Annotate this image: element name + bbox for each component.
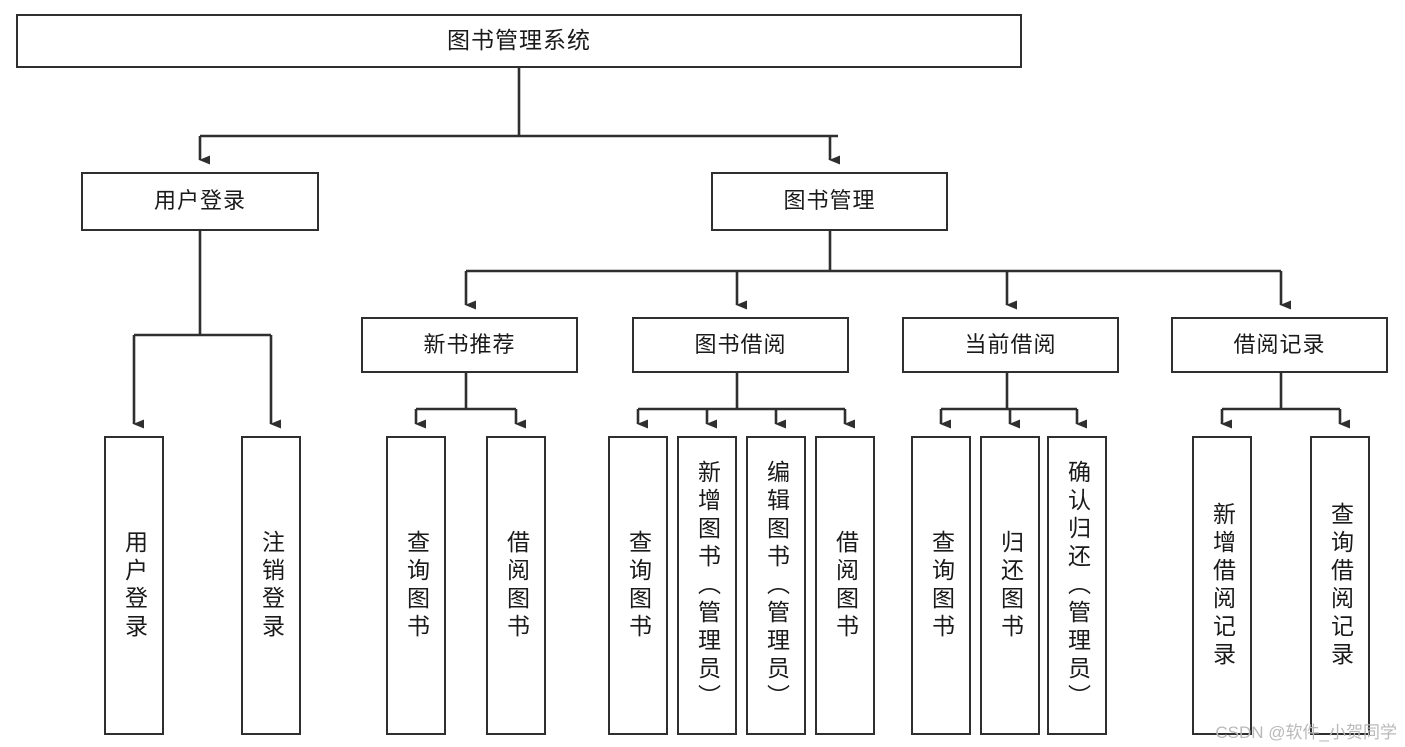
leaf-confirm-return-admin[interactable]: 确认归还（管理员） (1047, 436, 1107, 735)
node-label: 归还图书 (997, 529, 1024, 642)
leaf-edit-book-admin[interactable]: 编辑图书（管理员） (746, 436, 806, 735)
node-label: 借阅图书 (832, 529, 859, 642)
leaf-return-book[interactable]: 归还图书 (980, 436, 1040, 735)
node-label: 确认归还（管理员） (1064, 459, 1091, 712)
leaf-borrow-book-borrow[interactable]: 借阅图书 (815, 436, 875, 735)
node-user-login[interactable]: 用户登录 (81, 172, 319, 231)
node-label: 新增图书（管理员） (694, 459, 721, 712)
node-current-borrow[interactable]: 当前借阅 (902, 317, 1119, 373)
leaf-borrow-book-recommend[interactable]: 借阅图书 (486, 436, 546, 735)
node-label: 新增借阅记录 (1209, 501, 1236, 670)
leaf-query-book-borrow[interactable]: 查询图书 (608, 436, 668, 735)
node-label: 当前借阅 (964, 331, 1057, 357)
node-new-book-recommend[interactable]: 新书推荐 (361, 317, 578, 373)
node-label: 图书管理 (783, 188, 876, 214)
node-label: 用户登录 (153, 188, 246, 214)
node-label: 查询图书 (403, 529, 430, 642)
node-label: 借阅记录 (1233, 331, 1326, 357)
node-root-system[interactable]: 图书管理系统 (16, 14, 1022, 68)
node-book-borrow[interactable]: 图书借阅 (632, 317, 849, 373)
node-label: 查询借阅记录 (1327, 501, 1354, 670)
leaf-add-borrow-record[interactable]: 新增借阅记录 (1192, 436, 1252, 735)
node-label: 图书借阅 (694, 331, 787, 357)
csdn-watermark: CSDN @软件_小贺同学 (1215, 723, 1397, 742)
node-label: 新书推荐 (423, 331, 516, 357)
node-label: 查询图书 (625, 529, 652, 642)
node-label: 借阅图书 (503, 529, 530, 642)
node-book-manage[interactable]: 图书管理 (711, 172, 948, 231)
leaf-user-login[interactable]: 用户登录 (104, 436, 164, 735)
node-label: 图书管理系统 (447, 27, 591, 54)
leaf-query-book-recommend[interactable]: 查询图书 (386, 436, 446, 735)
node-label: 编辑图书（管理员） (763, 459, 790, 712)
node-borrow-record[interactable]: 借阅记录 (1171, 317, 1388, 373)
leaf-query-book-current[interactable]: 查询图书 (911, 436, 971, 735)
leaf-add-book-admin[interactable]: 新增图书（管理员） (677, 436, 737, 735)
node-label: 用户登录 (121, 529, 148, 642)
leaf-logout[interactable]: 注销登录 (241, 436, 301, 735)
node-label: 查询图书 (928, 529, 955, 642)
node-label: 注销登录 (258, 529, 285, 642)
leaf-query-borrow-record[interactable]: 查询借阅记录 (1310, 436, 1370, 735)
